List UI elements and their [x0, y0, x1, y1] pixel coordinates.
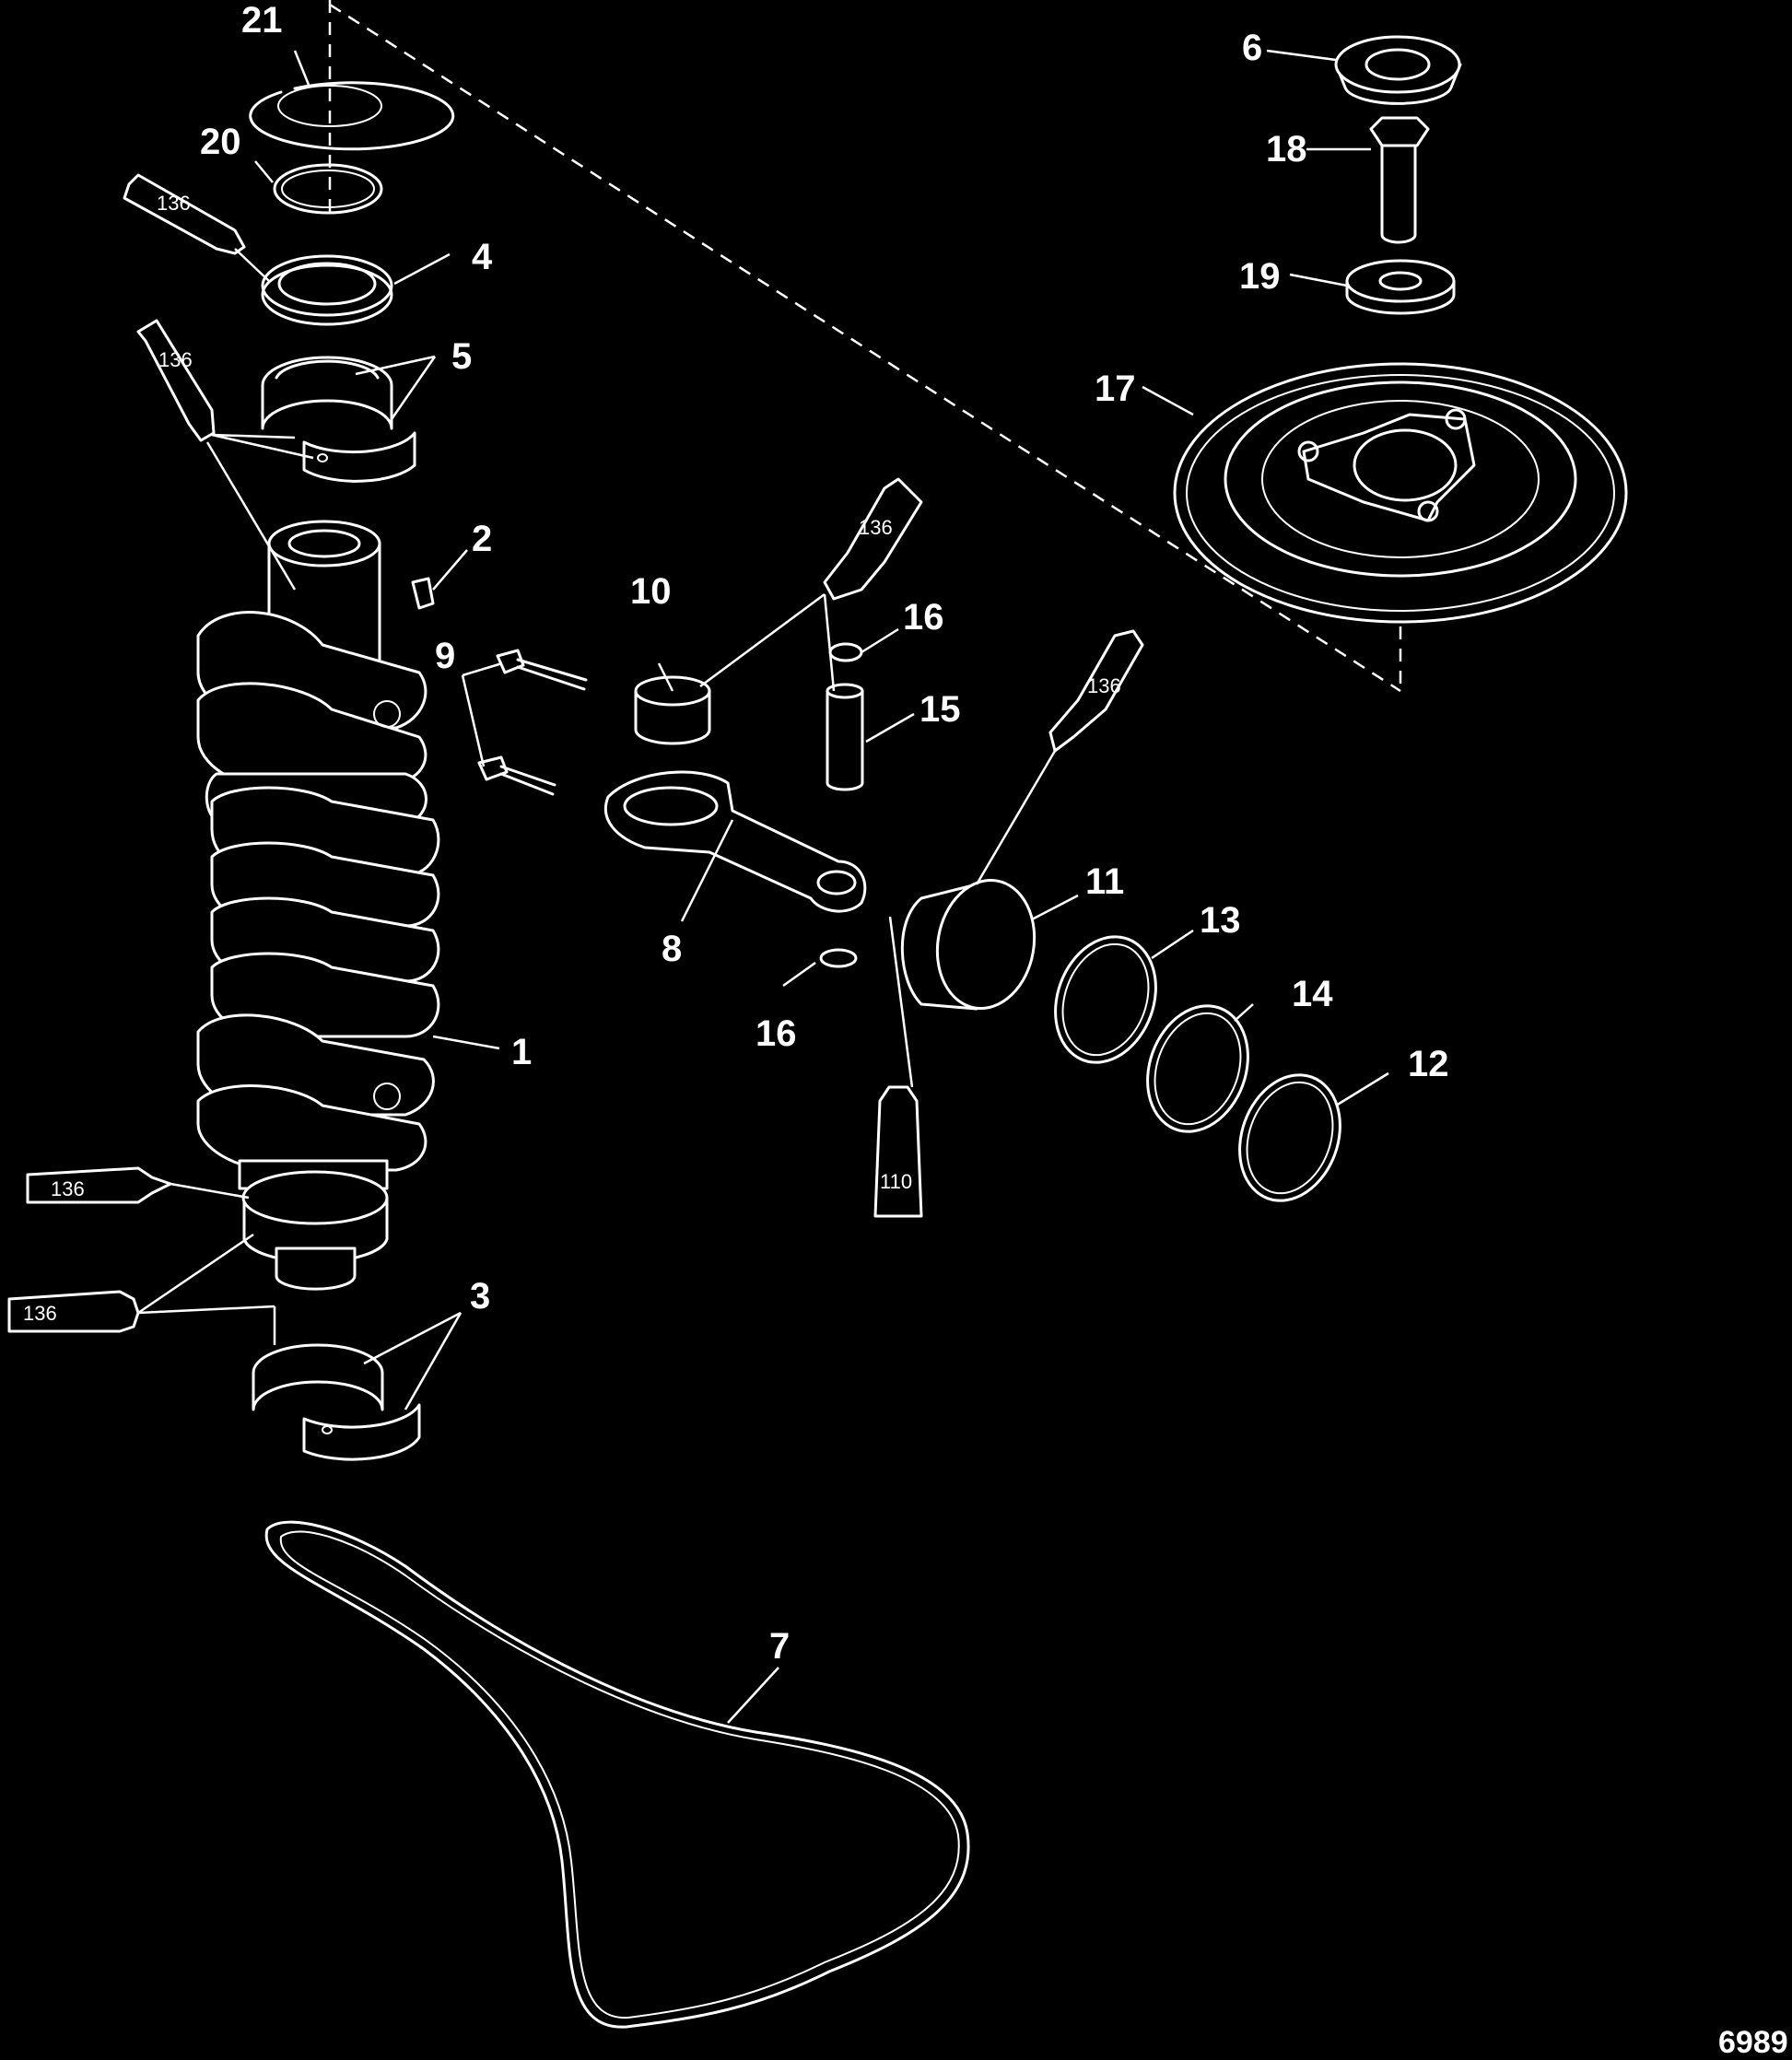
callout-18: 18 — [1266, 129, 1307, 170]
retaining-ring-part — [249, 81, 455, 151]
lubricant-tube-5: 136 — [823, 477, 923, 601]
callout-17: 17 — [1095, 369, 1136, 409]
piston-rings-part — [1054, 935, 1341, 1202]
callout-19: 19 — [1239, 256, 1281, 297]
callout-2: 2 — [472, 519, 492, 559]
lubricant-tube-7: 110 — [873, 1085, 923, 1218]
figure-number: 6989 — [1718, 2025, 1788, 2060]
woodruff-key-part — [411, 577, 435, 610]
lubricant-tube-3: 136 — [26, 1166, 172, 1204]
oil-seal-part — [261, 254, 393, 326]
lower-main-bearing-part — [252, 1343, 421, 1461]
connecting-rod-part — [603, 770, 867, 913]
callout-7: 7 — [769, 1626, 790, 1667]
callout-5: 5 — [451, 336, 472, 377]
upper-main-bearing-part — [261, 356, 416, 483]
flywheel-bolt-part — [1369, 116, 1430, 244]
reference-dashed-lines — [328, 0, 1402, 693]
flywheel-part — [1173, 362, 1628, 624]
piston-pin-part — [826, 683, 864, 791]
drive-belt-part — [264, 1520, 970, 2029]
svg-text:110: 110 — [880, 1170, 912, 1193]
svg-text:136: 136 — [158, 348, 193, 371]
lubricant-tube-1: 136 — [123, 173, 246, 255]
lubricant-tube-4: 136 — [7, 1290, 140, 1333]
svg-text:136: 136 — [23, 1302, 57, 1325]
piston-part — [900, 878, 1037, 1011]
leader-lines — [137, 49, 1389, 1724]
svg-text:136: 136 — [859, 516, 893, 539]
callout-1: 1 — [511, 1032, 532, 1072]
lubricant-tube-6: 136 — [1048, 629, 1144, 753]
rod-bearing-part — [634, 675, 711, 745]
svg-text:136: 136 — [1087, 674, 1121, 697]
callout-21: 21 — [241, 0, 283, 41]
callout-numbers: 21 20 4 5 2 9 10 16 15 8 16 11 13 14 12 … — [200, 0, 1449, 1667]
callout-3: 3 — [470, 1276, 490, 1317]
callout-12: 12 — [1408, 1044, 1449, 1084]
connecting-rod-bolts-part — [477, 649, 588, 796]
callout-15: 15 — [919, 689, 961, 730]
callout-11: 11 — [1085, 861, 1124, 902]
callout-14: 14 — [1292, 974, 1333, 1014]
crankshaft-part — [196, 520, 440, 1190]
callout-10: 10 — [630, 571, 672, 612]
callout-13: 13 — [1200, 900, 1241, 941]
callout-8: 8 — [662, 929, 682, 969]
crankshaft-gear-part — [241, 1170, 389, 1291]
svg-text:136: 136 — [51, 1177, 85, 1200]
callout-16b: 16 — [755, 1013, 797, 1054]
flywheel-washer-part — [1345, 259, 1456, 315]
callout-9: 9 — [435, 636, 455, 676]
lubricant-tube-2: 136 — [136, 319, 216, 442]
callout-16a: 16 — [903, 597, 944, 638]
seal-ring-part — [273, 163, 383, 215]
flywheel-cap-part — [1334, 35, 1462, 105]
svg-text:136: 136 — [157, 192, 191, 215]
callout-4: 4 — [472, 237, 493, 277]
callout-6: 6 — [1242, 28, 1262, 68]
callout-20: 20 — [200, 122, 241, 162]
